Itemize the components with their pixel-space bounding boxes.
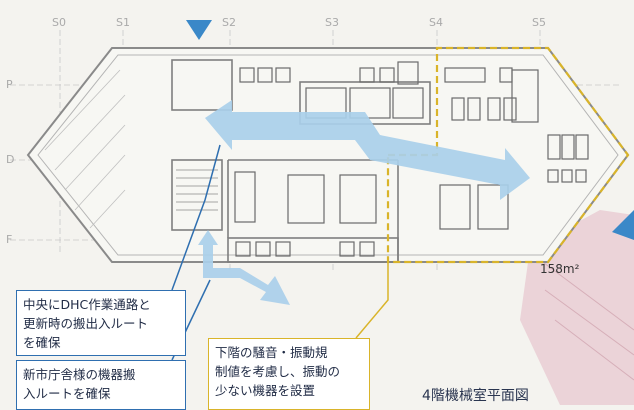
grid-label-s4: S4 xyxy=(429,16,443,29)
stairs xyxy=(176,169,218,211)
noise-vibration-callout: 下階の騒音・振動規 制値を考慮し、振動の 少ない機器を設置 xyxy=(208,338,370,410)
dhc-route-arrow xyxy=(205,100,530,200)
building-inner-outline xyxy=(37,54,619,256)
top-direction-marker xyxy=(186,20,212,40)
dhc-callout-leader xyxy=(171,144,221,291)
grid-label-f: F xyxy=(6,233,13,246)
equipment-units xyxy=(234,61,589,257)
grid-label-s3: S3 xyxy=(325,16,339,29)
grid-label-p: P xyxy=(6,78,13,91)
area-label: 158m² xyxy=(540,262,580,276)
grid-label-d: D xyxy=(6,153,15,166)
low-vibration-zone-outline xyxy=(386,46,630,264)
dhc-route-callout: 中央にDHC作業通路と 更新時の搬出入ルート を確保 xyxy=(16,290,186,356)
grid-label-s1: S1 xyxy=(116,16,130,29)
grid-label-s0: S0 xyxy=(52,16,66,29)
noise-callout-leader xyxy=(355,262,389,339)
left-roof-hatch xyxy=(44,69,126,229)
grid-label-s2: S2 xyxy=(222,16,236,29)
equipment-route-callout: 新市庁舎様の機器搬 入ルートを確保 xyxy=(16,360,186,410)
roof-hatch xyxy=(539,259,634,381)
grid-label-s5: S5 xyxy=(532,16,546,29)
floor-plan-title: 4階機械室平面図 xyxy=(422,388,529,404)
right-direction-marker xyxy=(612,210,634,240)
equipment-route-arrow xyxy=(198,230,290,305)
